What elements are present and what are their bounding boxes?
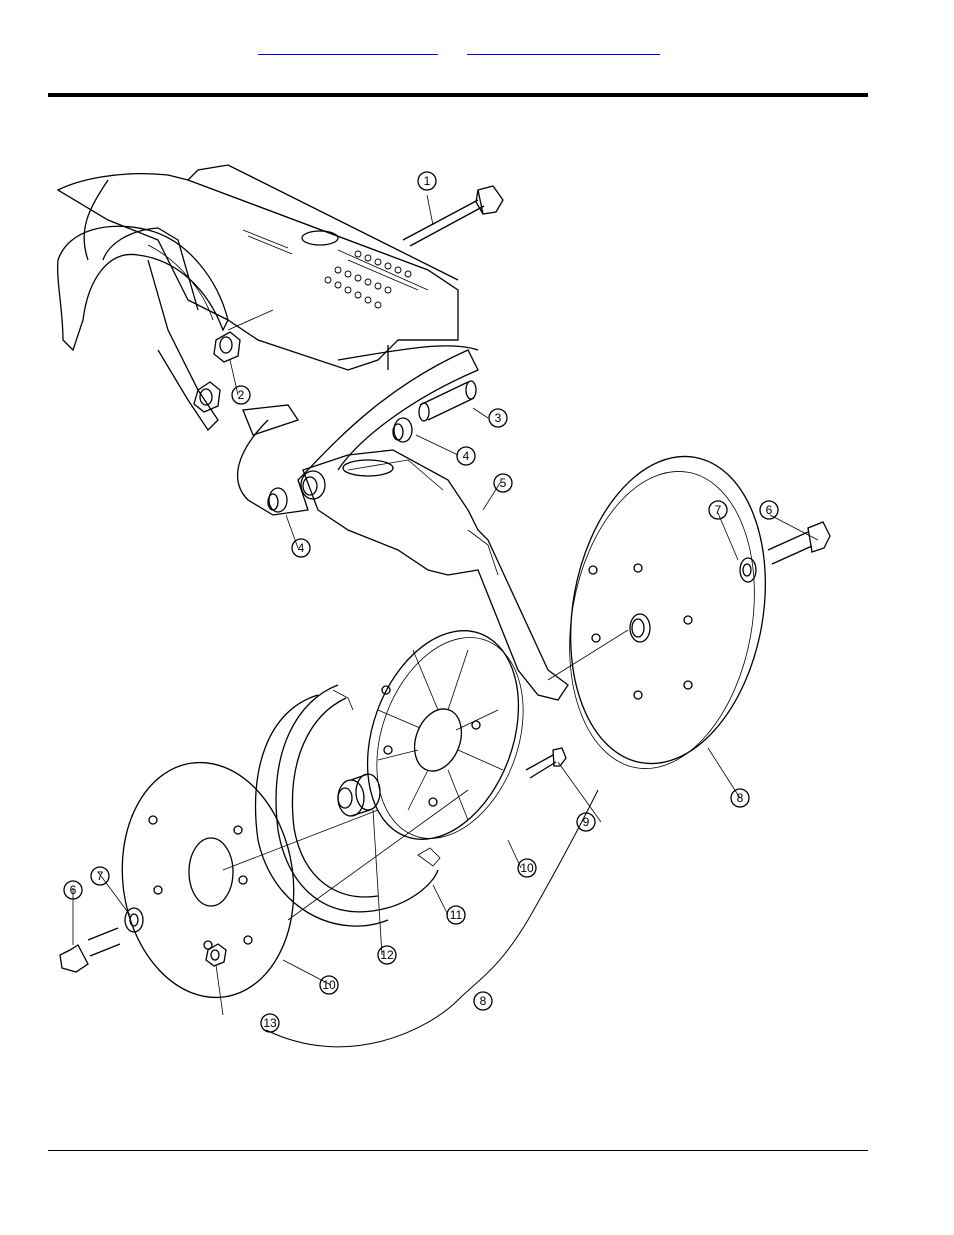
callout-1: 1 <box>418 172 436 190</box>
nut-item-2 <box>194 310 273 412</box>
callout-10-plate: 10 <box>320 976 338 994</box>
nut-item-13 <box>206 944 226 966</box>
bearing-item-12 <box>338 774 380 816</box>
tire-item-11 <box>256 685 441 926</box>
callout-11: 11 <box>447 906 465 924</box>
svg-text:7: 7 <box>715 503 722 517</box>
callout-2: 2 <box>232 386 250 404</box>
svg-text:6: 6 <box>70 883 77 897</box>
wheel-disc-item-10 <box>340 610 549 861</box>
svg-text:10: 10 <box>322 978 336 992</box>
washer-item-7-right <box>740 558 756 582</box>
svg-text:12: 12 <box>380 948 394 962</box>
callout-8-right: 8 <box>731 789 749 807</box>
callout-9: 9 <box>577 813 595 831</box>
parts-diagram: 1 2 3 4 4 5 6 7 8 9 10 10 11 12 13 6 7 <box>48 150 838 1060</box>
callout-6-right: 6 <box>760 501 778 519</box>
callout-4a: 4 <box>457 447 475 465</box>
callout-8-lower: 8 <box>474 992 492 1010</box>
wheel-plate-item-10 <box>107 751 308 1008</box>
callout-6-left: 6 <box>64 881 82 899</box>
bushing-item-4a <box>393 418 412 442</box>
header-link-1[interactable] <box>258 40 438 55</box>
svg-text:13: 13 <box>263 1016 277 1030</box>
callout-10-disc: 10 <box>518 859 536 877</box>
callout-7-right: 7 <box>709 501 727 519</box>
svg-text:10: 10 <box>520 861 534 875</box>
bushing-item-4b <box>268 488 287 512</box>
bolt-item-9 <box>526 748 566 778</box>
swing-arm-item-5 <box>301 450 568 700</box>
assembly-bracket-item-8 <box>266 790 598 1047</box>
callout-5: 5 <box>494 474 512 492</box>
svg-text:11: 11 <box>450 908 463 922</box>
svg-text:3: 3 <box>495 411 502 425</box>
svg-text:4: 4 <box>463 449 470 463</box>
callout-3: 3 <box>489 409 507 427</box>
bolt-item-6-left <box>60 928 120 972</box>
svg-text:6: 6 <box>766 503 773 517</box>
bolt-item-6-right <box>768 522 830 564</box>
svg-text:1: 1 <box>424 174 431 188</box>
callout-12: 12 <box>378 946 396 964</box>
bolt-item-1 <box>403 186 503 246</box>
svg-text:5: 5 <box>500 476 507 490</box>
callout-13: 13 <box>261 1014 279 1032</box>
svg-text:8: 8 <box>737 791 744 805</box>
scraper-arm <box>58 226 228 430</box>
header-link-2[interactable] <box>467 40 660 55</box>
svg-text:7: 7 <box>97 869 104 883</box>
svg-text:2: 2 <box>238 388 245 402</box>
frame-bracket <box>58 165 458 370</box>
svg-text:9: 9 <box>583 815 590 829</box>
wheel-item-8-outer <box>547 441 788 783</box>
footer-rule <box>48 1150 868 1151</box>
svg-text:4: 4 <box>298 541 305 555</box>
callout-4b: 4 <box>292 539 310 557</box>
callout-7-left: 7 <box>91 867 109 885</box>
spacer-item-3 <box>419 381 476 421</box>
header-rule <box>48 93 868 97</box>
svg-text:8: 8 <box>480 994 487 1008</box>
callout-leaders <box>73 195 818 1015</box>
